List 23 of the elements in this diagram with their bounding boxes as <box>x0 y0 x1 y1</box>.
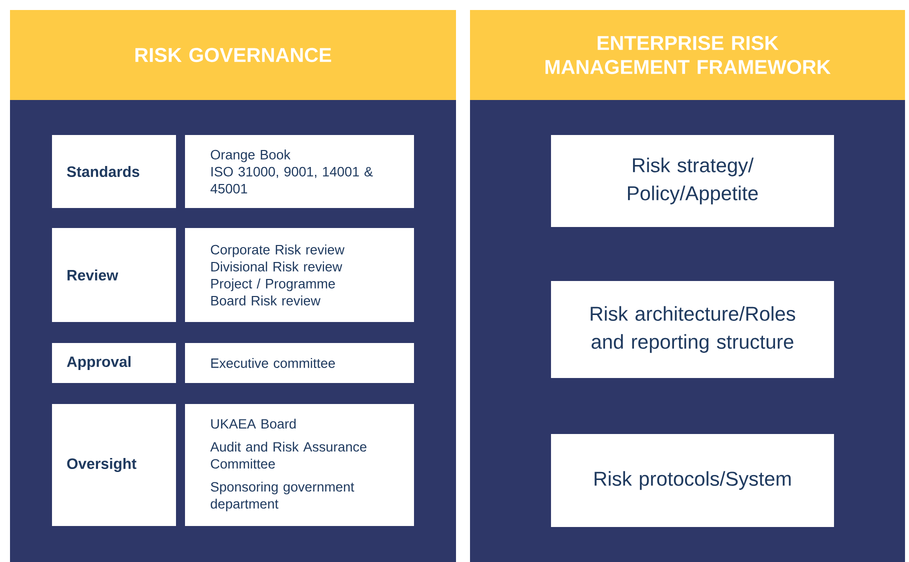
list-item: UKAEA Board <box>211 418 296 429</box>
list-item: Orange Book <box>210 150 291 162</box>
category-box: Approval <box>52 343 176 383</box>
list-item: Divisional Risk review <box>211 262 342 272</box>
list-item: Board Risk review <box>211 296 320 306</box>
details-box <box>185 404 414 526</box>
list-item: Project / Programme <box>211 278 335 292</box>
details-box <box>185 343 414 383</box>
node-label: RISK GOVERNANCE <box>135 48 332 62</box>
statement-box: Risk architecture/Roles and reporting structure <box>551 281 834 378</box>
list-item: ISO 31000, 9001, 14001 & 45001 <box>210 166 373 194</box>
list-item: Sponsoring government department <box>210 482 354 512</box>
statement-box: Risk protocols/System <box>551 434 834 527</box>
node-label: ENTERPRISE RISK MANAGEMENT FRAMEWORK <box>546 36 831 74</box>
list-item: Audit and Risk Assurance Committee <box>210 442 366 469</box>
statement-box: Risk strategy/ Policy/Appetite <box>551 135 834 227</box>
list-item: Corporate Risk review <box>210 244 344 258</box>
list-item: Executive committee <box>211 358 335 368</box>
category-box: Oversight <box>52 404 176 526</box>
details-box <box>185 228 414 322</box>
details-box <box>185 135 414 208</box>
category-box: Review <box>52 228 176 322</box>
category-box: Standards <box>52 135 176 208</box>
